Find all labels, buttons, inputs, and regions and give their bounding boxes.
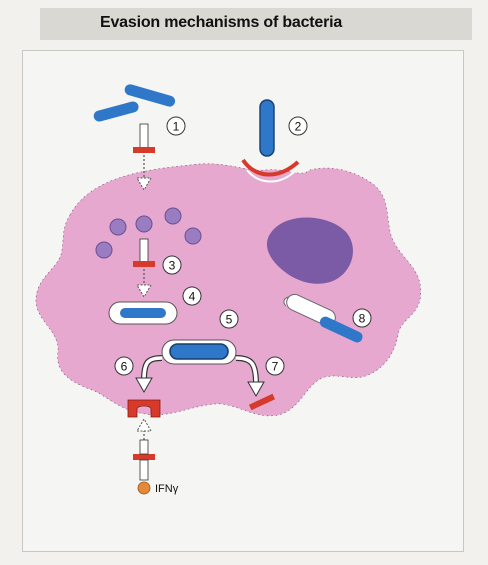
number-badge-7	[265, 356, 285, 376]
mechanism-2: 2	[241, 99, 308, 183]
number-badge-3	[162, 255, 182, 275]
granule	[184, 227, 202, 245]
blocker-bar	[133, 147, 155, 153]
granules	[95, 207, 202, 259]
number-badge-5	[219, 309, 239, 329]
number-7: 7	[272, 360, 279, 374]
bacterium	[319, 316, 363, 343]
signal-stem	[139, 459, 149, 481]
number-badge-2	[288, 116, 308, 136]
membrane-edge	[246, 169, 295, 183]
number-2: 2	[295, 120, 302, 134]
dashed-arrowhead	[136, 177, 152, 191]
mechanism-1: 1	[93, 84, 186, 191]
mechanism-3: 3	[133, 238, 182, 298]
nucleus	[266, 217, 353, 284]
bacterium	[120, 308, 166, 318]
number-6: 6	[121, 360, 128, 374]
bacterium	[259, 99, 275, 157]
number-badge-1	[166, 116, 186, 136]
macrophage-cell	[35, 163, 422, 417]
branch-arrowhead-right	[247, 381, 265, 398]
membrane-cup	[241, 158, 300, 177]
number-8: 8	[359, 312, 366, 326]
number-badge-8	[352, 308, 372, 328]
dashed-arrowhead	[136, 418, 152, 432]
granule	[109, 218, 127, 236]
blocker-bar	[133, 454, 155, 460]
ifn-label: IFNγ	[155, 483, 179, 495]
mechanism-8: 8	[283, 293, 372, 343]
ifn-signal: IFNγ	[133, 418, 179, 495]
mechanism-5: 5	[161, 309, 239, 365]
granule	[164, 207, 182, 225]
bacterium	[124, 84, 176, 107]
mechanism-6: 6	[114, 355, 163, 418]
blocked-pathway-stem	[139, 123, 149, 149]
number-badge-4	[182, 286, 202, 306]
blocker-bar	[248, 393, 276, 411]
number-4: 4	[189, 290, 196, 304]
title-bar	[40, 8, 472, 40]
number-3: 3	[169, 259, 176, 273]
number-1: 1	[173, 120, 180, 134]
dashed-arrowhead	[136, 284, 152, 298]
blocked-pathway-stem	[139, 238, 149, 264]
number-badge-6	[114, 356, 134, 376]
figure-title: Evasion mechanisms of bacteria	[100, 14, 343, 31]
granule	[95, 241, 113, 259]
blocker-bar	[133, 261, 155, 267]
branch-arrowhead-left	[135, 377, 153, 394]
receptor	[127, 399, 161, 418]
granule	[135, 215, 153, 233]
signal-stem	[139, 439, 149, 455]
mechanism-7: 7	[235, 355, 285, 411]
ifn-dot	[137, 481, 151, 495]
bacterium	[93, 101, 139, 122]
number-5: 5	[226, 313, 233, 327]
mechanism-4: 4	[108, 286, 202, 325]
branch-arrow-left-inner	[142, 356, 163, 381]
branch-arrow-right-inner	[235, 356, 258, 385]
bacterium	[169, 343, 229, 360]
